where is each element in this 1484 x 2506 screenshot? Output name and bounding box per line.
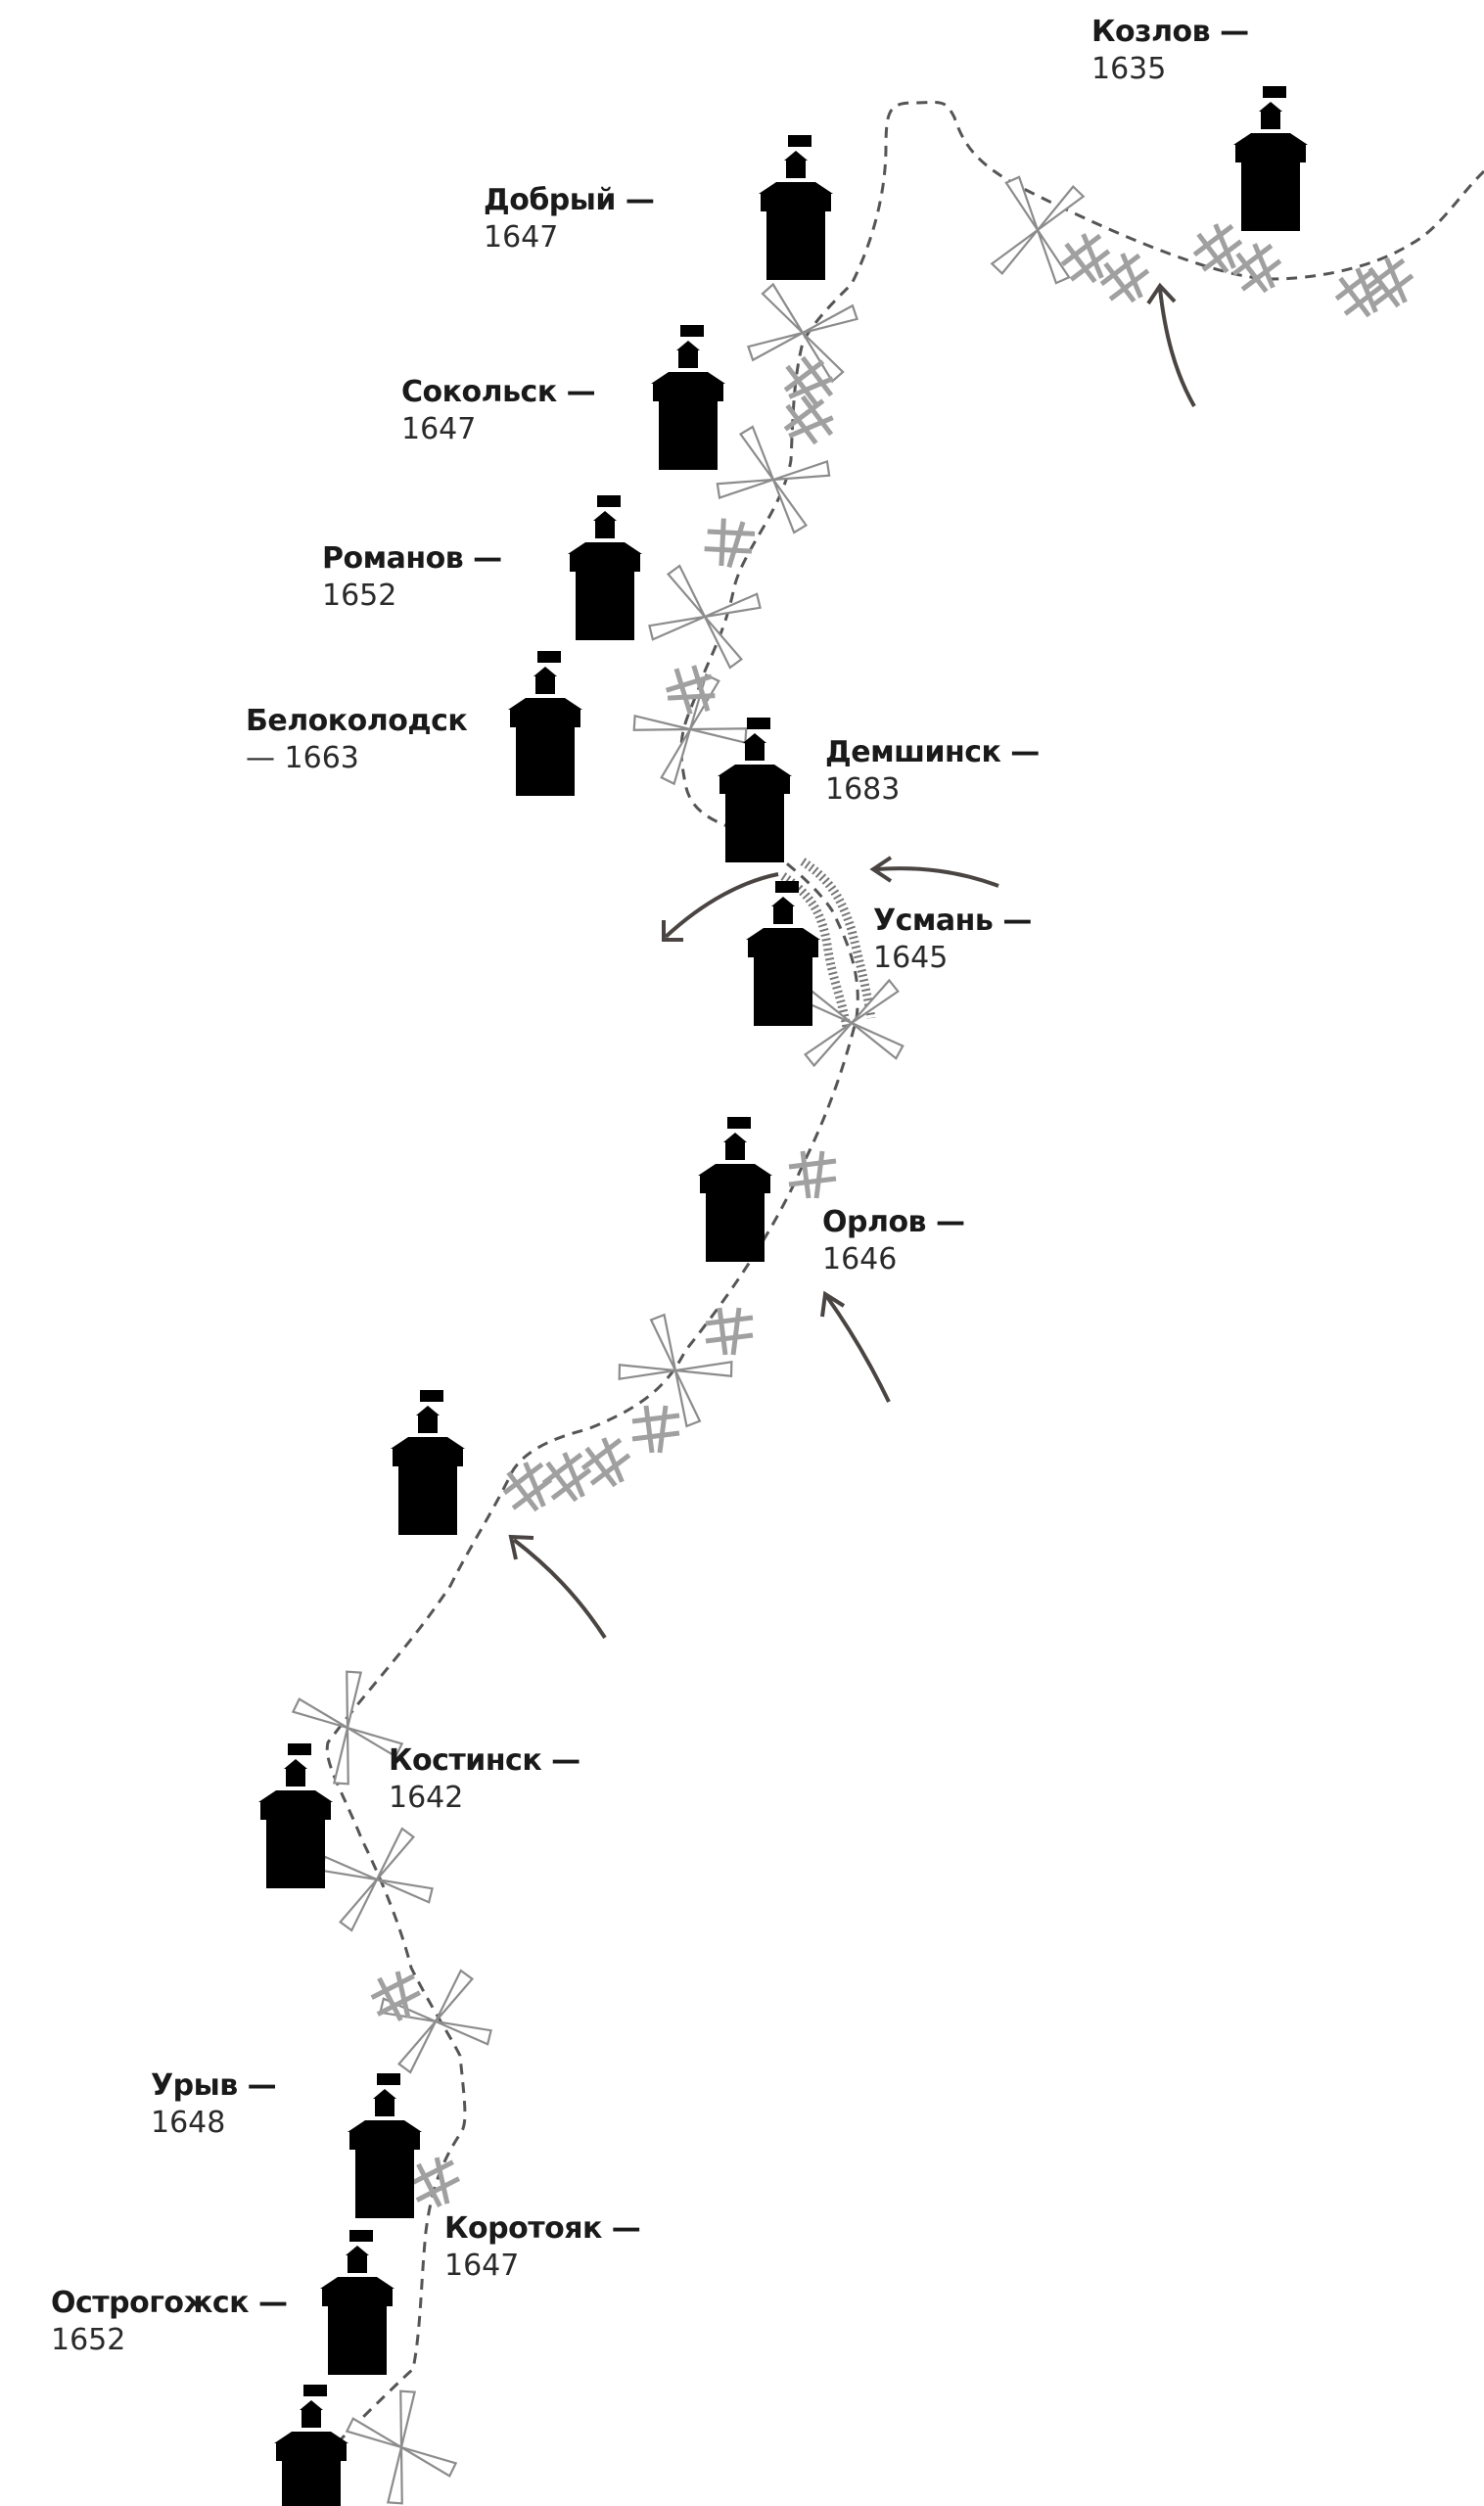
fortress-name: Коротояк — bbox=[444, 2211, 641, 2246]
fortress-year: 1647 bbox=[401, 411, 477, 446]
abatis-icon bbox=[789, 1151, 836, 1198]
abatis-icon bbox=[775, 389, 840, 453]
abatis-icon bbox=[575, 1431, 639, 1496]
fortress-year: 1635 bbox=[1091, 51, 1167, 86]
fortress-name: Белоколодск bbox=[246, 704, 468, 738]
fortress-name: Козлов — bbox=[1091, 15, 1249, 49]
windmill-gate-icon bbox=[744, 281, 861, 385]
attack-arrow-icon bbox=[869, 856, 999, 888]
fortress-year: — 1663 bbox=[246, 740, 359, 775]
fortress-tower-icon bbox=[698, 1117, 772, 1262]
fortress-name: Острогожск — bbox=[51, 2286, 288, 2320]
fortress-tower-icon bbox=[759, 135, 833, 280]
windmill-gate-icon bbox=[342, 2384, 461, 2506]
abatis-icon bbox=[702, 516, 757, 571]
abatis-icon bbox=[1358, 252, 1422, 316]
attack-arrow-icon bbox=[508, 1534, 607, 1640]
fortress-tower-icon bbox=[274, 2385, 348, 2506]
fortress-label-uryv: Урыв — 1648 bbox=[151, 2067, 277, 2141]
fortress-label-sokolsk: Сокольск — 1647 bbox=[401, 374, 596, 447]
fortress-label-ostrogozhsk: Острогожск — 1652 bbox=[51, 2285, 288, 2358]
abatis-icon bbox=[1328, 261, 1393, 326]
fortress-label-belokolodsk: Белоколодск — 1663 bbox=[246, 703, 468, 776]
fortress-year: 1645 bbox=[873, 940, 949, 975]
windmill-gate-icon bbox=[644, 562, 765, 672]
fortress-year: 1648 bbox=[151, 2105, 226, 2140]
fortress-label-usman: Усмань — 1645 bbox=[873, 903, 1032, 976]
fortress-tower-icon bbox=[651, 325, 725, 470]
attack-arrow-icon bbox=[662, 872, 779, 942]
abatis-icon bbox=[1186, 217, 1251, 282]
fortress-year: 1652 bbox=[322, 578, 397, 613]
rampart-band bbox=[780, 872, 852, 1029]
fortress-tower-icon bbox=[568, 495, 642, 640]
fortress-label-orlov: Орлов — 1646 bbox=[822, 1204, 965, 1277]
attack-arrow-icon bbox=[1146, 282, 1196, 407]
fortress-label-romanov: Романов — 1652 bbox=[322, 540, 502, 614]
fortress-name: Усмань — bbox=[873, 904, 1032, 938]
fortress-name: Костинск — bbox=[389, 1743, 580, 1778]
fortress-tower-icon bbox=[1233, 86, 1308, 231]
fortress-tower-icon bbox=[746, 881, 820, 1026]
fortress-label-kozlov: Козлов — 1635 bbox=[1091, 14, 1249, 87]
abatis-icon bbox=[632, 1406, 679, 1453]
fortress-tower-icon bbox=[508, 651, 582, 796]
windmill-gate-icon bbox=[611, 1309, 740, 1432]
fortress-year: 1652 bbox=[51, 2322, 126, 2357]
fortress-name: Добрый — bbox=[484, 183, 655, 217]
fortress-label-demshinsk: Демшинск — 1683 bbox=[825, 734, 1040, 808]
fortress-year: 1647 bbox=[444, 2248, 520, 2283]
fortress-label-korotoyak: Коротояк — 1647 bbox=[444, 2210, 641, 2284]
fortress-tower-icon bbox=[258, 1743, 333, 1888]
fortress-name: Демшинск — bbox=[825, 735, 1040, 769]
abatis-icon bbox=[1054, 227, 1119, 292]
defense-line bbox=[287, 100, 1484, 2493]
fortress-name: Романов — bbox=[322, 541, 502, 576]
fortress-year: 1683 bbox=[825, 771, 901, 807]
fortress-name: Сокольск — bbox=[401, 375, 596, 409]
fortress-tower-icon bbox=[391, 1390, 465, 1535]
fortress-year: 1647 bbox=[484, 219, 559, 255]
fortress-label-dobry: Добрый — 1647 bbox=[484, 182, 655, 255]
windmill-gate-icon bbox=[989, 173, 1087, 287]
windmill-gate-icon bbox=[798, 978, 905, 1068]
fortress-tower-icon bbox=[348, 2073, 422, 2218]
fortress-year: 1646 bbox=[822, 1241, 898, 1276]
windmill-gate-icon bbox=[316, 1825, 438, 1934]
abatis-icon bbox=[405, 2153, 466, 2213]
fortress-year: 1642 bbox=[389, 1780, 464, 1815]
fortress-name: Орлов — bbox=[822, 1205, 965, 1239]
fortress-label-kostinsk: Костинск — 1642 bbox=[389, 1742, 580, 1816]
fortress-name: Урыв — bbox=[151, 2068, 277, 2103]
fortress-tower-icon bbox=[320, 2230, 394, 2375]
attack-arrow-icon bbox=[820, 1290, 891, 1403]
